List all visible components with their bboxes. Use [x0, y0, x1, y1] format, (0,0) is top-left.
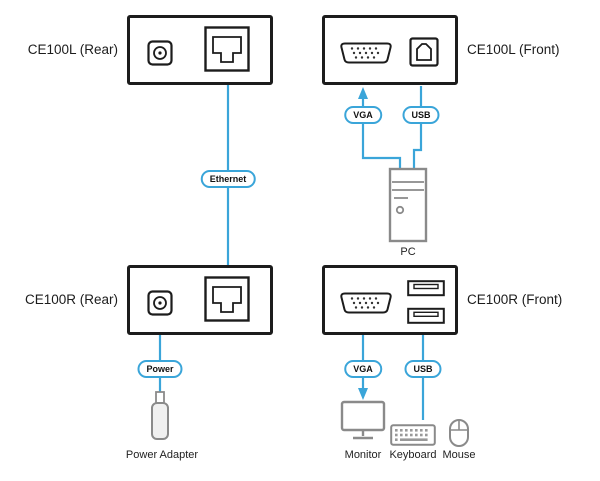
vga-arrow-up-icon	[358, 87, 368, 99]
usb-a-ports-icon	[407, 280, 445, 324]
device-label-ce100l-rear: CE100L (Rear)	[27, 42, 118, 57]
mouse-label: Mouse	[442, 449, 476, 461]
ethernet-label-pill: Ethernet	[200, 170, 256, 188]
device-box-ce100l-front	[322, 15, 458, 85]
keyboard-label: Keyboard	[389, 449, 437, 461]
vga-top-label-pill: VGA	[344, 106, 382, 124]
rj45-port-icon	[204, 26, 250, 72]
pc-tower-icon	[388, 167, 428, 243]
monitor-icon	[340, 400, 386, 440]
device-label-ce100l-front: CE100L (Front)	[467, 42, 560, 57]
keyboard-icon	[390, 424, 436, 446]
power-adapter-icon	[151, 391, 169, 440]
usb-b-port-icon	[409, 37, 439, 67]
vga-port-icon	[340, 292, 392, 314]
usb-top-label-pill: USB	[402, 106, 440, 124]
device-label-ce100r-front: CE100R (Front)	[467, 292, 563, 307]
vga-bottom-label-pill: VGA	[344, 360, 382, 378]
power-label-pill: Power	[137, 360, 183, 378]
mouse-icon	[449, 419, 469, 447]
vga-cable-line-top	[361, 96, 402, 170]
pc-label: PC	[400, 246, 416, 258]
device-box-ce100r-front	[322, 265, 458, 335]
device-label-ce100r-rear: CE100R (Rear)	[24, 292, 118, 307]
vga-arrow-down-icon	[358, 388, 368, 400]
power-jack-icon	[147, 40, 173, 66]
usb-cable-line-top	[412, 86, 423, 170]
usb-bottom-label-pill: USB	[404, 360, 442, 378]
device-box-ce100l-rear	[127, 15, 273, 85]
power-adapter-label: Power Adapter	[125, 449, 199, 461]
monitor-label: Monitor	[344, 449, 382, 461]
rj45-port-icon	[204, 276, 250, 322]
power-jack-icon	[147, 290, 173, 316]
vga-port-icon	[340, 42, 392, 64]
device-box-ce100r-rear	[127, 265, 273, 335]
